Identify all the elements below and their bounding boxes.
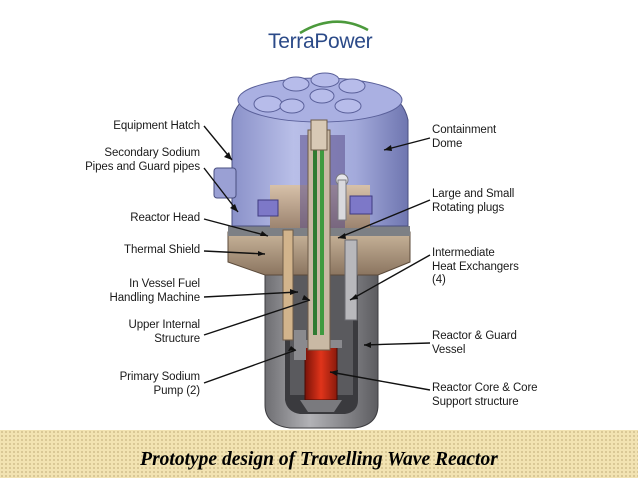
label-heat-exchangers: Intermediate Heat Exchangers (4) — [432, 247, 519, 286]
logo-swoosh — [299, 20, 369, 35]
label-reactor-head: Reactor Head — [130, 212, 200, 224]
label-thermal-shield: Thermal Shield — [124, 244, 200, 256]
rotating-plugs — [257, 195, 373, 217]
terrapower-logo: TerraPower — [268, 30, 373, 53]
slide-caption: Prototype design of Travelling Wave Reac… — [140, 449, 498, 470]
label-rotating-plugs: Large and Small Rotating plugs — [432, 188, 515, 214]
leader-arrowheads — [224, 145, 392, 376]
internal-columns — [282, 229, 358, 360]
label-primary-pump: Primary Sodium Pump (2) — [119, 371, 201, 397]
reactor-core — [300, 340, 342, 412]
equipment-hatch — [213, 167, 237, 199]
caption-bar: Prototype design of Travelling Wave Reac… — [0, 430, 638, 478]
central-column — [307, 119, 349, 351]
label-fuel-handling: In Vessel Fuel Handling Machine — [109, 278, 201, 304]
label-secondary-sodium: Secondary Sodium Pipes and Guard pipes — [85, 147, 200, 173]
label-containment-dome: Containment Dome — [432, 124, 497, 150]
label-core-support: Reactor Core & Core Support structure — [432, 382, 538, 408]
leader-lines — [203, 125, 431, 391]
label-guard-vessel: Reactor & Guard Vessel — [432, 330, 517, 356]
label-equipment-hatch: Equipment Hatch — [113, 120, 200, 132]
label-upper-internal: Upper Internal Structure — [128, 319, 201, 345]
